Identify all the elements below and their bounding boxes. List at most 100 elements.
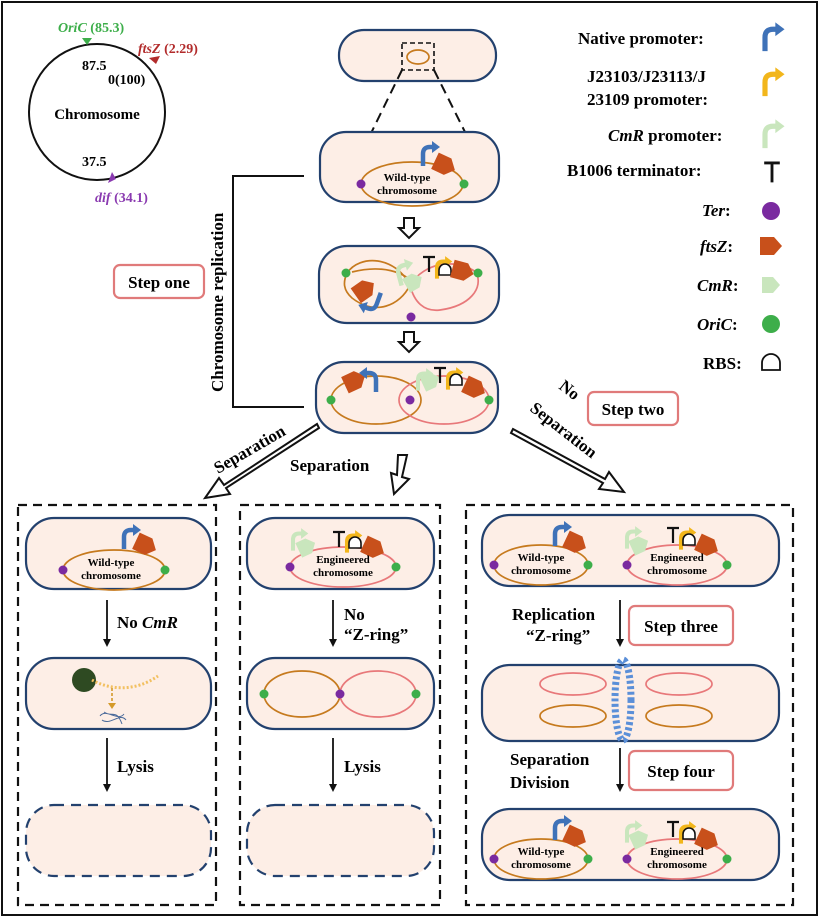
oric-site	[473, 268, 483, 278]
flow-arrow-2	[396, 331, 422, 354]
step-four-box	[627, 749, 735, 792]
oric-marker	[82, 38, 92, 45]
panel-right: Wild-type chromosome Engineered chromoso…	[464, 503, 795, 907]
tick-0-100: 0(100)	[108, 73, 146, 88]
ter-site	[489, 854, 499, 864]
no-cmr-label: No CmR	[117, 613, 178, 632]
native-promoter-icon	[765, 22, 785, 51]
zoom-box	[401, 42, 435, 71]
split-arrow-left	[202, 422, 321, 500]
divided-ring-orange-right	[645, 704, 713, 728]
no-separation-label-1: No	[556, 376, 584, 404]
ter-site	[489, 560, 499, 570]
rbs	[449, 373, 463, 386]
wild-type-label-2: chromosome	[81, 570, 141, 582]
middle-empty-cell	[245, 803, 436, 878]
arrow-mid-shape	[389, 454, 411, 497]
ter-site	[622, 854, 632, 864]
cmr-icon	[762, 277, 780, 293]
panel-right-frame	[464, 503, 795, 907]
legend-ftsz: ftsZ:	[700, 237, 733, 256]
divided-ring-orange-left	[539, 704, 607, 728]
oric-site	[459, 179, 469, 189]
no-zring-label-2: “Z-ring”	[344, 625, 408, 644]
terminator-icon	[762, 161, 782, 184]
oric-site	[341, 268, 351, 278]
tick-87-5: 87.5	[82, 59, 107, 74]
divided-ring-pink-right	[645, 672, 713, 696]
chromosome-center-label: Chromosome	[54, 107, 140, 123]
oric-site	[484, 395, 494, 405]
rbs	[348, 536, 362, 549]
engineered-label-2: chromosome	[313, 567, 373, 579]
step-three-label: Step three	[644, 617, 718, 636]
divided-ring-pink-left	[539, 672, 607, 696]
degradation-arrowhead	[108, 703, 116, 709]
debris-scribble	[99, 711, 127, 725]
step-one-label: Step one	[128, 273, 190, 292]
wild-type-label-1: Wild-type	[518, 846, 565, 858]
engineered-label-1: Engineered	[650, 552, 704, 564]
chromosome-circle	[28, 43, 166, 181]
step-four-label: Step four	[647, 762, 715, 781]
oric-map-label: OriC (85.3)	[58, 21, 124, 36]
engineered-label-1: Engineered	[316, 554, 370, 566]
oric-site	[160, 565, 170, 575]
z-ring	[611, 656, 635, 744]
ter-site	[406, 312, 416, 322]
chromosome-map: Chromosome OriC (85.3) ftsZ (2.29) dif (…	[28, 21, 198, 206]
wild-type-label-2: chromosome	[377, 185, 437, 197]
cmr-promoter-icon	[765, 119, 785, 148]
chromosome-replication-label: Chromosome replication	[208, 212, 227, 392]
rbs	[682, 533, 696, 546]
oric-icon	[762, 315, 780, 333]
left-lysing-cell	[24, 656, 213, 731]
dif-marker	[108, 172, 116, 183]
replication-label: Replication	[512, 605, 596, 624]
no-zring-label-1: No	[344, 605, 365, 624]
legend-oric: OriC:	[697, 315, 738, 334]
oric-site	[722, 854, 732, 864]
ter-site	[622, 560, 632, 570]
engineered-label-2: chromosome	[647, 565, 707, 577]
ter-site	[335, 689, 345, 699]
wild-type-label-2: chromosome	[511, 859, 571, 871]
legend-native-promoter: Native promoter:	[578, 29, 704, 48]
ftsz-map-label: ftsZ (2.29)	[138, 42, 198, 57]
wild-type-label-2: chromosome	[511, 565, 571, 577]
dif-map-label: dif (34.1)	[95, 191, 148, 206]
split-arrow-mid	[389, 454, 411, 497]
flow-arrow-1	[396, 217, 422, 240]
legend-j-promoter-2: 23109 promoter:	[587, 90, 708, 109]
oric-site	[722, 560, 732, 570]
legend-j-promoter-1: J23103/J23113/J	[587, 67, 707, 86]
oric-site	[391, 562, 401, 572]
rbs	[682, 827, 696, 840]
ter-site	[356, 179, 366, 189]
oric-site	[583, 560, 593, 570]
legend-rbs: RBS:	[703, 354, 742, 373]
replicating-cell	[317, 244, 501, 325]
step-two-label: Step two	[602, 400, 665, 419]
panel-left-frame	[16, 503, 218, 907]
oric-site	[259, 689, 269, 699]
oric-site	[326, 395, 336, 405]
zoom-lines	[352, 69, 485, 171]
legend-terminator: B1006 terminator:	[567, 161, 702, 180]
degraded-dna	[91, 674, 159, 690]
replication-bracket	[232, 175, 304, 408]
step-two-box	[586, 390, 680, 427]
ter-icon	[762, 202, 780, 220]
step-three-box	[627, 604, 735, 647]
rbs	[438, 263, 452, 276]
oric-site	[411, 689, 421, 699]
panel-middle: Engineered chromosome No “Z-ring” Lysis	[238, 503, 442, 907]
split-arrow-right	[509, 427, 627, 494]
wild-type-cell: Wild-type chromosome	[318, 130, 501, 207]
small-chromosome	[406, 49, 430, 65]
left-empty-cell	[24, 803, 213, 878]
wild-type-label-1: Wild-type	[518, 552, 565, 564]
lysis-left-label: Lysis	[117, 757, 154, 776]
